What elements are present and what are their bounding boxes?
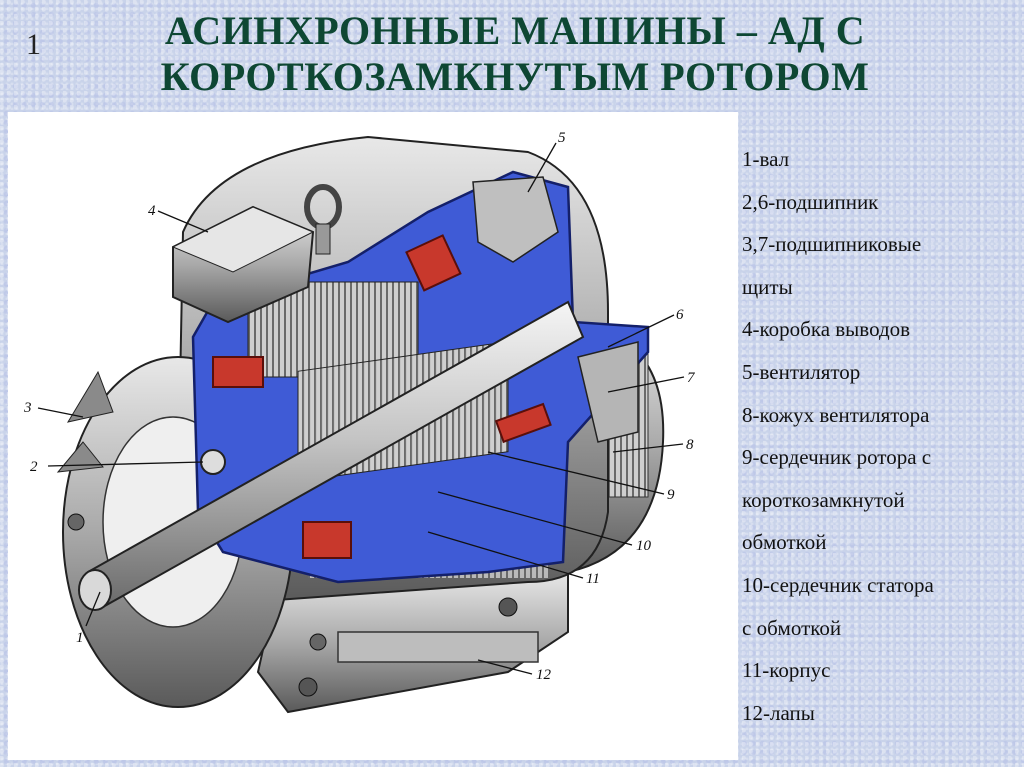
- legend-item: щиты: [742, 274, 793, 299]
- callout-1: 1: [76, 630, 84, 646]
- legend-item: 11-корпус: [742, 658, 831, 683]
- legend-item: 8-кожух вентилятора: [742, 402, 930, 427]
- legend-item: с обмоткой: [742, 615, 842, 640]
- winding-end-lower-right: [494, 402, 552, 444]
- legend-item: короткозамкнутой: [742, 487, 905, 512]
- callout-9: 9: [667, 487, 675, 503]
- legend-item: 9-сердечник ротора с: [742, 445, 932, 470]
- title-line-2: КОРОТКОЗАМКНУТЫМ РОТОРОМ: [160, 54, 870, 99]
- legend-item: 3,7-подшипниковые: [742, 232, 922, 257]
- front-bearing: [200, 449, 226, 475]
- legend-item: обмоткой: [742, 530, 827, 555]
- legend-item: 2,6-подшипник: [742, 189, 879, 214]
- callout-2: 2: [30, 459, 38, 475]
- callout-labels: 1 2 3 4 5 6 7 8 9 10 11 12: [23, 130, 696, 683]
- callout-8: 8: [686, 437, 694, 453]
- callout-7: 7: [687, 370, 696, 386]
- callout-11: 11: [586, 571, 600, 587]
- terminal-box: [171, 205, 315, 324]
- legend-item: 4-коробка выводов: [742, 317, 911, 342]
- callout-5: 5: [558, 130, 566, 146]
- winding-end-upper-left: [212, 356, 264, 388]
- legend-item: 1-вал: [742, 147, 790, 171]
- slide-number: 1: [26, 28, 41, 61]
- callout-10: 10: [636, 538, 652, 554]
- title-line-1: АСИНХРОННЫЕ МАШИНЫ – АД С: [164, 8, 866, 53]
- callout-leaders: [37, 142, 685, 675]
- motor-cutaway-figure: 1 2 3 4 5 6 7 8 9 10 11 12: [8, 112, 738, 760]
- motor-cutaway-drawing: 1 2 3 4 5 6 7 8 9 10 11 12: [23, 130, 696, 714]
- slide-title: АСИНХРОННЫЕ МАШИНЫ – АД С КОРОТКОЗАМКНУТ…: [70, 8, 960, 100]
- fan-blade: [472, 176, 559, 263]
- motor-feet: [256, 570, 569, 714]
- legend-item: 10-сердечник статора: [742, 572, 934, 597]
- callout-6: 6: [676, 307, 684, 323]
- callout-12: 12: [536, 667, 552, 683]
- legend-item: 5-вентилятор: [742, 359, 861, 384]
- parts-legend: 1-вал 2,6-подшипник 3,7-подшипниковые щи…: [742, 138, 1022, 734]
- callout-4: 4: [148, 203, 156, 219]
- callout-3: 3: [23, 400, 32, 416]
- lifting-eye: [304, 184, 342, 255]
- winding-end-lower-left: [302, 521, 352, 559]
- legend-item: 12-лапы: [742, 700, 815, 725]
- winding-end-upper-right: [405, 234, 462, 292]
